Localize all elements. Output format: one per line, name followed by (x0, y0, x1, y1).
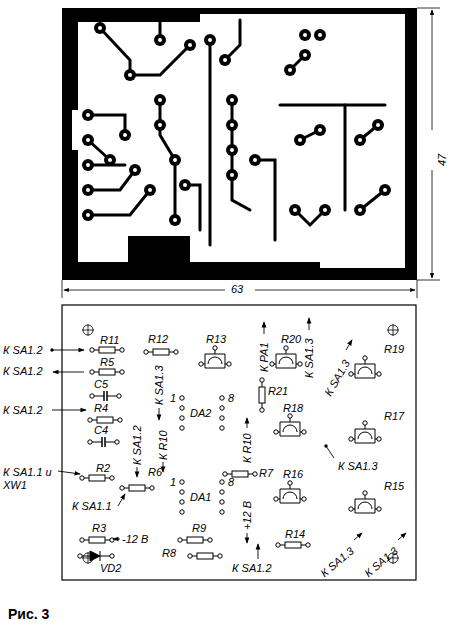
ic-pins (180, 396, 224, 514)
part-label: R2 (96, 462, 110, 475)
part-label: К SA1.2 (232, 562, 272, 575)
part-label: К SA1.3 (338, 460, 378, 473)
part-label: 8 (228, 476, 234, 489)
part-label: R13 (206, 333, 226, 346)
leader-arrows (52, 318, 406, 559)
part-label: К R10 (241, 433, 254, 463)
part-label: К SA1.3 (153, 365, 166, 405)
part-label: К PA1 (258, 342, 271, 372)
part-label: К SA1.2 (3, 404, 43, 417)
part-label: C4 (94, 424, 108, 437)
pcb-copper (62, 8, 417, 280)
part-label: R21 (268, 385, 288, 398)
figure-caption: Рис. 3 (8, 606, 49, 622)
part-label: R14 (285, 528, 305, 541)
part-label: К R10 (157, 430, 170, 460)
part-label: R20 (281, 333, 301, 346)
part-label: R12 (148, 333, 168, 346)
part-label: 63 (231, 283, 243, 296)
part-label: К SA1.3 (303, 338, 316, 378)
part-label: 1 (170, 392, 176, 405)
part-label: -12 В (122, 533, 148, 546)
part-label: R17 (384, 410, 404, 423)
part-label: К SA1.2 (131, 425, 144, 465)
part-label: 1 (170, 476, 176, 489)
part-label: К SA1.2 (3, 365, 43, 378)
part-label: К SA1.2 (3, 344, 43, 357)
part-label: К SA1.1 (72, 500, 112, 513)
part-label: C5 (94, 378, 108, 391)
component-layout (52, 305, 416, 580)
part-label: R15 (384, 480, 404, 493)
part-label: 8 (228, 392, 234, 405)
part-label: VD2 (100, 562, 121, 575)
part-label: R16 (283, 468, 303, 481)
part-label: R6 (148, 466, 162, 479)
dimension-lines (62, 8, 440, 298)
diode-symbol (78, 551, 114, 561)
part-label: R4 (94, 402, 108, 415)
part-label: 47 (436, 154, 449, 166)
part-label: R9 (192, 522, 206, 535)
part-label: R5 (100, 356, 114, 369)
part-label: +12 В (241, 501, 254, 530)
part-label: R8 (162, 547, 176, 560)
part-label: R3 (92, 522, 106, 535)
part-label: DA1 (190, 491, 211, 504)
part-label: R7 (259, 467, 273, 480)
part-label: R19 (384, 343, 404, 356)
part-label: R18 (283, 402, 303, 415)
part-label: К SA1.1 и XW1 (3, 466, 55, 491)
part-label: DA2 (190, 407, 211, 420)
part-label: R11 (100, 334, 119, 347)
